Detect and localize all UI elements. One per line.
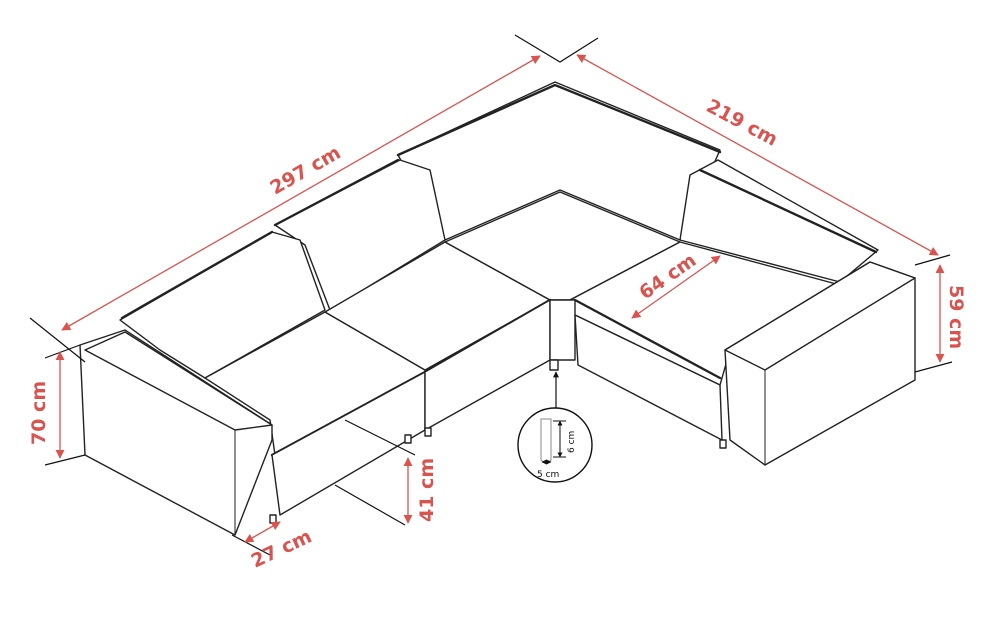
dim-total-height: 70 cm: [28, 381, 50, 445]
leg-detail-inset: 6 cm 5 cm: [517, 371, 593, 483]
sofa-drawing: [79, 81, 916, 536]
dim-side-length: 219 cm: [703, 95, 782, 151]
leg: [549, 359, 559, 371]
dim-seat-height: 41 cm: [416, 458, 438, 522]
dim-leg-height: 6 cm: [567, 431, 577, 453]
dim-arm-width: 27 cm: [248, 525, 315, 572]
dim-arm-height: 59 cm: [945, 285, 967, 349]
dim-leg-width: 5 cm: [537, 470, 559, 480]
extension-lines: [29, 34, 953, 556]
